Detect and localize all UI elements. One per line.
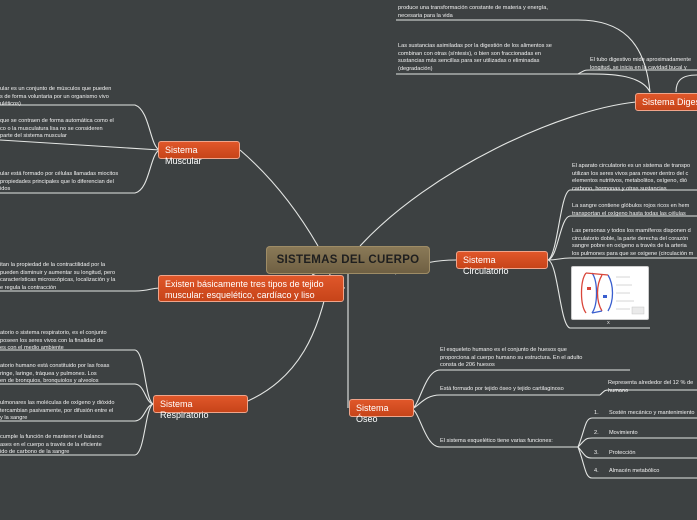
circulatory-diagram-image[interactable] xyxy=(571,266,649,320)
function-item-2[interactable]: Movimiento xyxy=(609,430,638,436)
node-sistema-circulatorio[interactable]: Sistema Circulatorio xyxy=(456,251,548,276)
leaf-muscular-1[interactable]: ular es un conjunto de músculos que pued… xyxy=(0,86,112,108)
leaf-respiratorio-2[interactable]: atorio humano está constituido por las f… xyxy=(0,363,110,385)
node-tejido-muscular[interactable]: Existen básicamente tres tipos de tejido… xyxy=(158,275,344,302)
leaf-oseo-1[interactable]: El esqueleto humano es el conjunto de hu… xyxy=(440,347,583,369)
leaf-circulatorio-3[interactable]: Las personas y todos los mamíferos dispo… xyxy=(572,228,694,257)
node-sistema-respiratorio[interactable]: Sistema Respiratorio xyxy=(153,395,248,420)
leaf-oseo-3[interactable]: Representa alrededor del 12 % de humano xyxy=(608,380,694,394)
leaf-respiratorio-4[interactable]: cumple la función de mantener el balance… xyxy=(0,434,104,456)
link-digestivo xyxy=(359,101,637,247)
leaf-oseo-2[interactable]: Está formado por tejido óseo y tejido ca… xyxy=(440,386,564,392)
leaf-muscular-3[interactable]: ular está formado por células llamadas m… xyxy=(0,171,119,193)
link-muscular xyxy=(239,149,319,247)
figure-caption: x xyxy=(607,320,610,326)
function-num-3: 3. xyxy=(594,450,599,456)
leaf-digestivo-1[interactable]: produce una transformación constante de … xyxy=(398,5,548,19)
leaf-digestivo-3[interactable]: El tubo digestivo mide aproximadamente l… xyxy=(590,57,692,71)
leaf-tejido-1[interactable]: itan la propiedad de la contractilidad p… xyxy=(0,262,116,291)
leaf-circulatorio-1[interactable]: El aparato circulatorio es un sistema de… xyxy=(572,163,691,192)
leaf-muscular-2[interactable]: que se contraen de forma automática como… xyxy=(0,118,114,140)
node-sistema-oseo[interactable]: Sistema Óseo xyxy=(349,399,414,424)
node-sistema-muscular[interactable]: Sistema Muscular xyxy=(158,141,240,166)
function-num-1: 1. xyxy=(594,410,599,416)
function-num-2: 2. xyxy=(594,430,599,436)
function-item-1[interactable]: Sostén mecánico y mantenimiento xyxy=(609,410,695,416)
circulation-illustration xyxy=(574,269,646,317)
leaf-respiratorio-1[interactable]: atorio o sistema respiratorio, es el con… xyxy=(0,330,107,352)
leaf-circulatorio-2[interactable]: La sangre contiene glóbulos rojos ricos … xyxy=(572,203,690,217)
function-item-4[interactable]: Almacén metabólico xyxy=(609,468,660,474)
leaf-respiratorio-3[interactable]: ulmonares las moléculas de oxígeno y dió… xyxy=(0,400,115,422)
function-num-4: 4. xyxy=(594,468,599,474)
function-item-3[interactable]: Protección xyxy=(609,450,636,456)
node-sistema-digestivo[interactable]: Sistema Digestivo xyxy=(635,93,697,111)
central-topic[interactable]: SISTEMAS DEL CUERPO xyxy=(266,246,430,274)
leaf-digestivo-2[interactable]: Las sustancias asimiladas por la digesti… xyxy=(398,43,552,72)
leaf-oseo-4[interactable]: El sistema esquelético tiene varias func… xyxy=(440,438,553,444)
